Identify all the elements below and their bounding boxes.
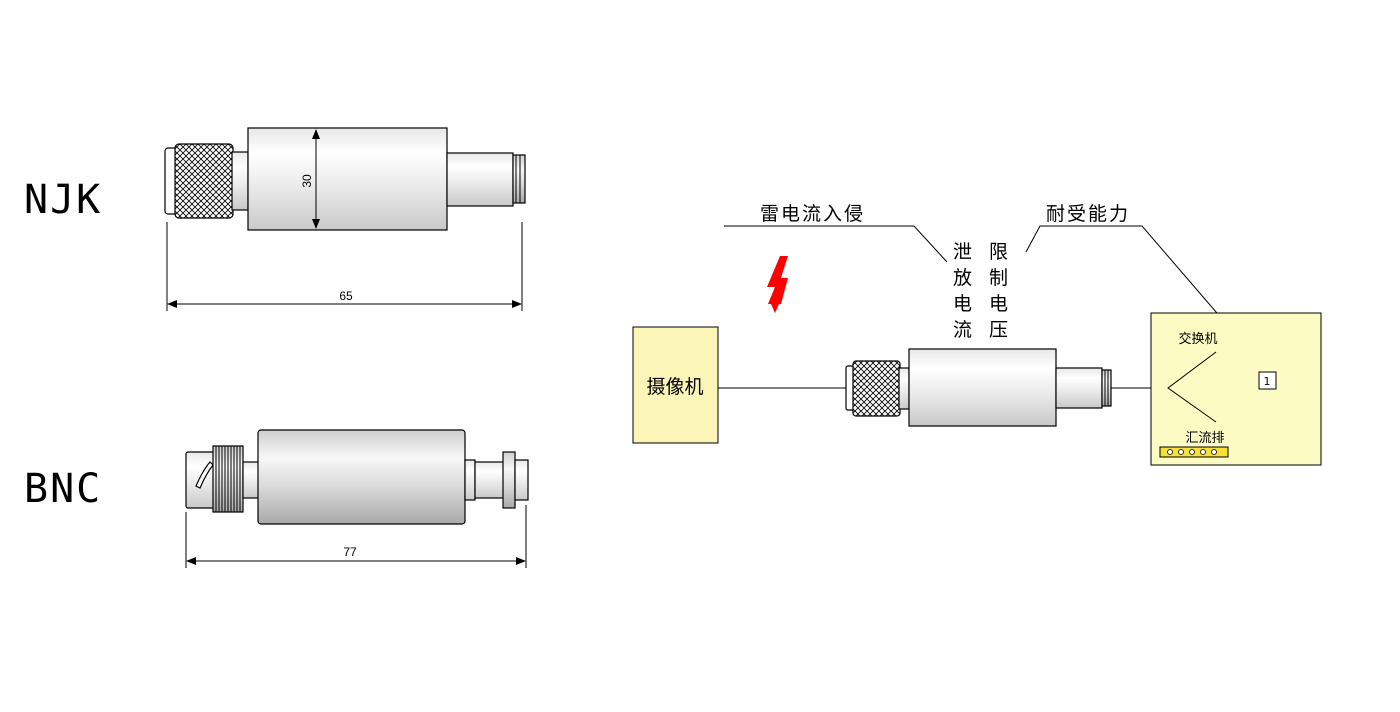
lightning-leader-line [724, 225, 948, 263]
bnc-jack [474, 461, 508, 499]
njk-body [247, 127, 448, 231]
withstand-capability-label: 耐受能力 [1046, 203, 1130, 225]
njk-thread [512, 154, 526, 204]
discharge-current-char-3: 电 [953, 293, 972, 315]
port-label: 1 [1264, 375, 1271, 388]
njk-shaft [446, 152, 514, 207]
switch-label: 交换机 [1178, 331, 1217, 347]
busbar-label: 汇流排 [1185, 431, 1224, 446]
discharge-current-char-1: 泄 [953, 241, 972, 263]
njk-label: NJK [24, 177, 102, 223]
limit-voltage-char-3: 电 [989, 293, 1008, 315]
switch-box [1150, 312, 1322, 466]
lightning-bolt-icon [767, 256, 788, 313]
njk-length-dimension: 65 [339, 289, 353, 303]
bnc-jack-collar [502, 451, 516, 509]
discharge-current-char-4: 流 [953, 319, 972, 341]
camera-box [632, 326, 719, 444]
bnc-connector-drawing: 77 [185, 429, 529, 568]
lightning-intrusion-label: 雷电流入侵 [760, 203, 865, 225]
limit-voltage-char-2: 制 [989, 267, 1008, 289]
njk-diameter-dimension: 30 [300, 174, 314, 188]
inline-protector-body [908, 348, 1057, 427]
discharge-current-char-2: 放 [953, 267, 972, 289]
withstand-leader-line [1025, 225, 1267, 371]
limit-voltage-char-1: 限 [989, 241, 1008, 263]
bnc-label: BNC [24, 466, 102, 512]
camera-label: 摄像机 [646, 376, 703, 398]
inline-knurled-nut [852, 360, 901, 417]
njk-neck [231, 151, 249, 211]
njk-connector-drawing: 30 65 [164, 127, 526, 311]
njk-knurled-nut [174, 143, 234, 219]
port-box [1258, 371, 1277, 390]
bnc-neck [242, 461, 260, 499]
limit-voltage-char-4: 压 [989, 319, 1008, 341]
switch-port-triangle [1167, 351, 1217, 423]
bnc-body [257, 429, 466, 525]
bnc-length-dimension: 77 [343, 545, 357, 559]
inline-surge-protector [845, 348, 1112, 427]
